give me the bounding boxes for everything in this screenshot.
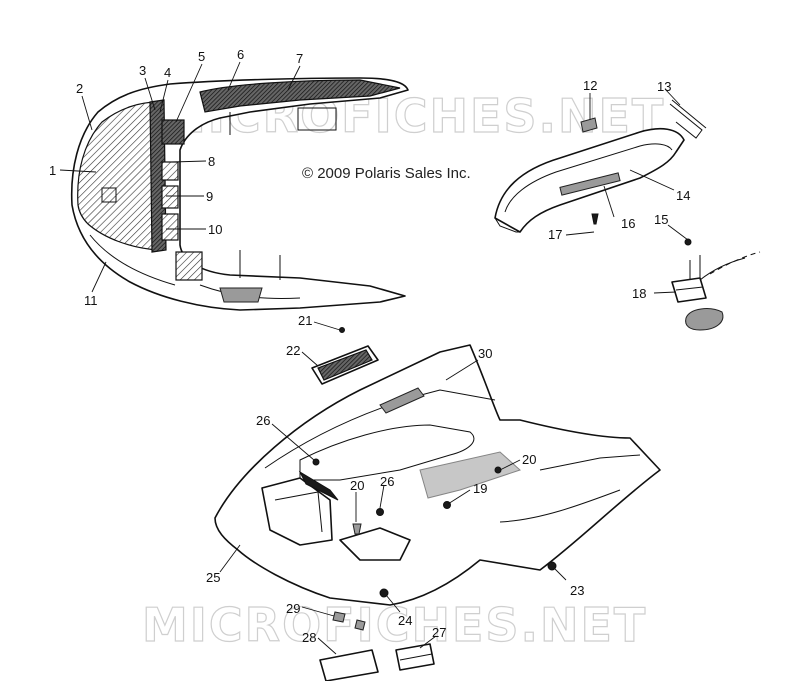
- callout-29: 29: [286, 601, 300, 616]
- callout-30: 30: [478, 346, 492, 361]
- hood-assembly: [70, 77, 409, 311]
- callout-3: 3: [139, 63, 146, 78]
- belly-pan-assembly: [214, 327, 661, 681]
- callout-23: 23: [570, 583, 584, 598]
- callout-9: 9: [206, 189, 213, 204]
- callout-20b: 20: [350, 478, 364, 493]
- callout-27: 27: [432, 625, 446, 640]
- copyright-text: © 2009 Polaris Sales Inc.: [302, 165, 471, 182]
- callout-12: 12: [583, 78, 597, 93]
- upper-cover-assembly: [494, 99, 761, 331]
- callout-24: 24: [398, 613, 412, 628]
- callout-1: 1: [49, 163, 56, 178]
- callout-20a: 20: [522, 452, 536, 467]
- callout-17: 17: [548, 227, 562, 242]
- callout-13: 13: [657, 79, 671, 94]
- callout-7: 7: [296, 51, 303, 66]
- callout-5: 5: [198, 49, 205, 64]
- callout-26a: 26: [256, 413, 270, 428]
- callout-21: 21: [298, 313, 312, 328]
- callout-28: 28: [302, 630, 316, 645]
- callout-25: 25: [206, 570, 220, 585]
- callout-18: 18: [632, 286, 646, 301]
- leader-lines: [59, 61, 689, 655]
- callout-16: 16: [621, 216, 635, 231]
- callout-19: 19: [473, 481, 487, 496]
- callout-6: 6: [237, 47, 244, 62]
- callout-15: 15: [654, 212, 668, 227]
- callout-2: 2: [76, 81, 83, 96]
- callout-22: 22: [286, 343, 300, 358]
- callout-14: 14: [676, 188, 690, 203]
- callout-8: 8: [208, 154, 215, 169]
- callout-11: 11: [84, 293, 98, 308]
- callout-10: 10: [208, 222, 222, 237]
- callout-labels: 1 2 3 4 5 6 7 8 9 10 11 12 13 14 15 16 1…: [49, 47, 690, 645]
- callout-26b: 26: [380, 474, 394, 489]
- callout-4: 4: [164, 65, 171, 80]
- watermark-bottom: MICROFICHES.NET: [142, 598, 647, 652]
